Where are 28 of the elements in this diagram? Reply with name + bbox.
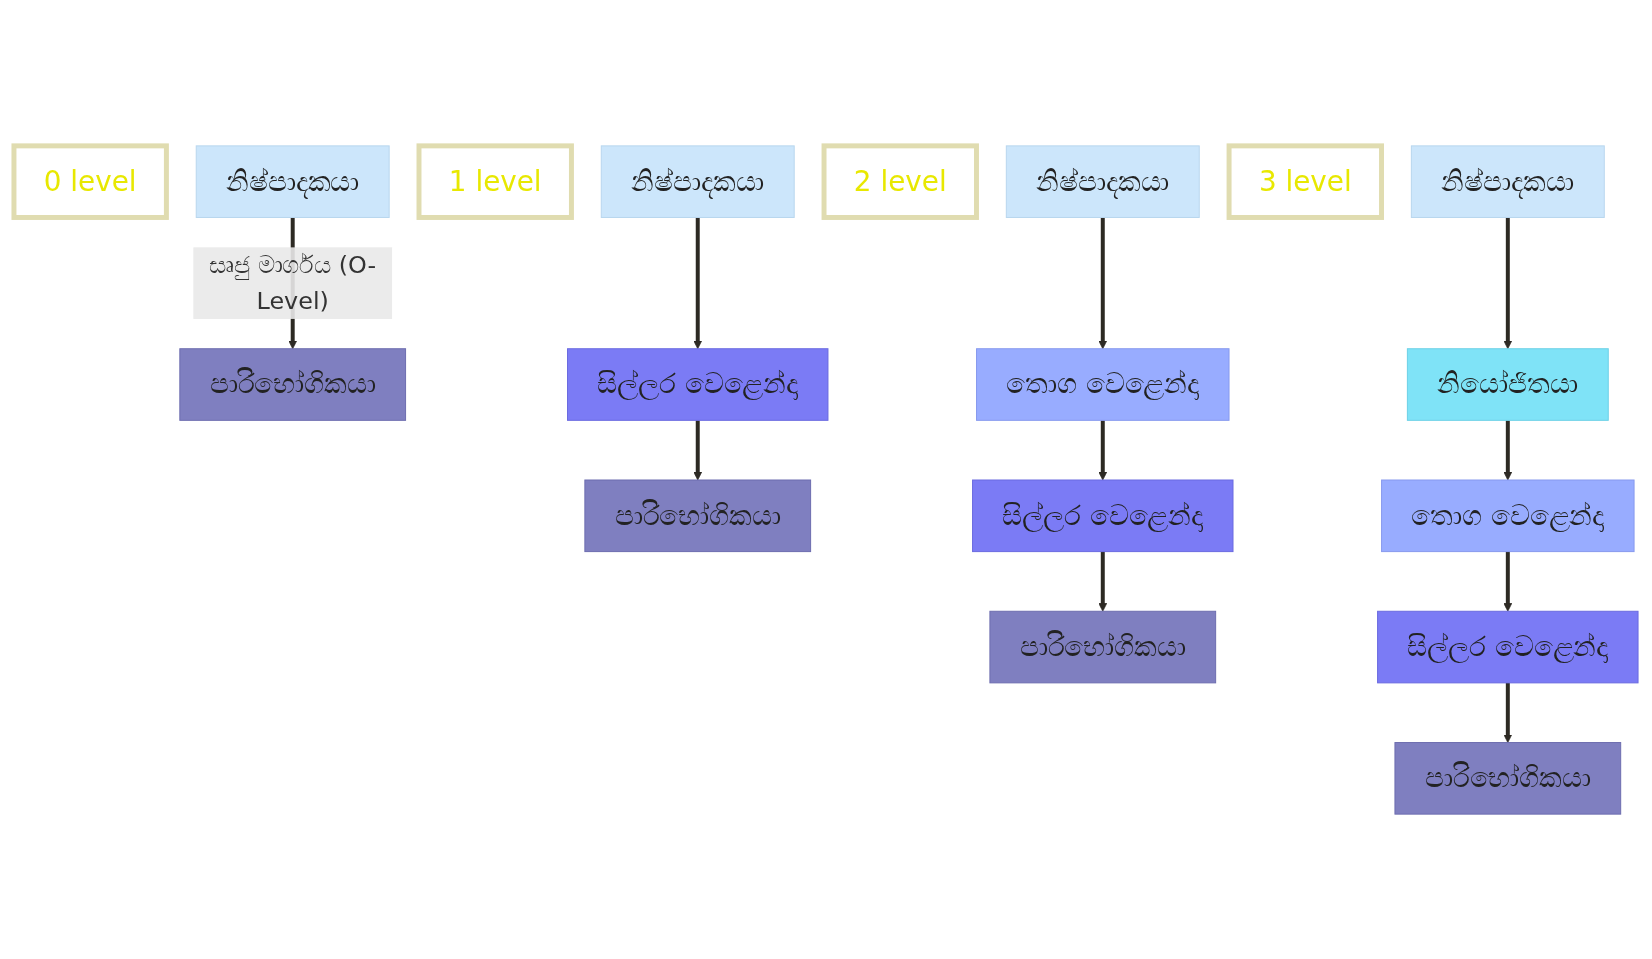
arrow <box>1503 216 1513 349</box>
node-box: පාරිභෝගිකයා <box>584 479 812 552</box>
node-box: 2 level <box>821 142 979 220</box>
node-box: පාරිභෝගිකයා <box>179 347 407 421</box>
arrow <box>693 216 703 349</box>
arrow <box>1503 551 1513 612</box>
node-box: පාරිභෝගිකයා <box>1394 741 1622 815</box>
node-box: නියෝජිතයා <box>1406 347 1609 421</box>
node-box: නිෂ්පාදකයා <box>1410 144 1605 218</box>
node-box: සිල්ලර වෙළෙන්දා <box>567 347 829 421</box>
arrow <box>1503 682 1513 743</box>
node-box: නිෂ්පාදකයා <box>1005 144 1200 218</box>
node-box: පාරිභෝගිකයා <box>989 610 1217 683</box>
node-box: තොග වෙළෙන්දා <box>976 347 1230 421</box>
node-box: තොග වෙළෙන්දා <box>1381 479 1635 552</box>
arrow <box>1503 419 1513 480</box>
arrow <box>1098 216 1108 349</box>
node-box: නිෂ්පාදකයා <box>195 144 390 218</box>
node-box: සිල්ලර වෙළෙන්දා <box>972 479 1234 552</box>
node-box: සිල්ලර වෙළෙන්දා <box>1377 610 1639 683</box>
node-box: 3 level <box>1226 142 1384 220</box>
node-box: 1 level <box>416 142 574 220</box>
arrow <box>1098 419 1108 480</box>
node-box: 0 level <box>11 142 169 220</box>
node-box: නිෂ්පාදකයා <box>600 144 795 218</box>
edge-label: සෘජු මාර්ගය (O-Level) <box>209 250 377 315</box>
arrow <box>1098 551 1108 612</box>
arrow <box>693 419 703 480</box>
